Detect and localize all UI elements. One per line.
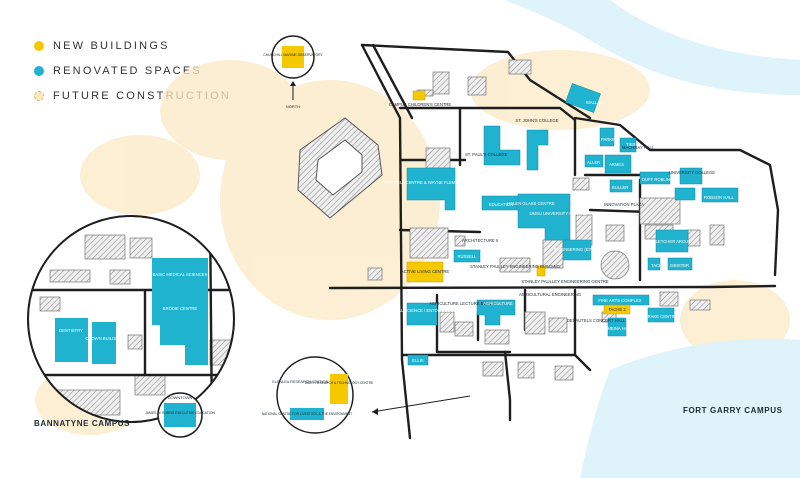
agriculture-label: AGRICULTURE [483, 301, 513, 306]
bannatyne-campus-label: BANNATYNE CAMPUS [34, 419, 131, 428]
active-living-label: ACTIVE LIVING CENTRE [401, 269, 450, 274]
new-buildings [406, 90, 631, 315]
glenlea-reno-label: NATIONAL CENTRE FOR LIVESTOCK & THE ENVI… [262, 412, 353, 416]
fort-garry-campus-label: FORT GARRY CAMPUS [683, 406, 783, 415]
renovated-buildings [406, 83, 739, 366]
animal-science-label: ANIMAL SCIENCE / ENTOMOLOGY [388, 308, 457, 313]
helen-glass-label: HELEN GLASS CENTRE [507, 201, 555, 206]
st-johns-label: ST. JOHN'S COLLEGE [515, 118, 558, 123]
downtown-inset-label: JAMES W. BURNS EXECUTIVE EDUCATION [145, 411, 215, 415]
education-label: EDUCATION [489, 202, 513, 207]
robson-label: ROBSON HALL [704, 195, 734, 200]
basic-medical-label: BASIC MEDICAL SCIENCES [153, 272, 208, 277]
ag-engineering-label: AGRICULTURAL ENGINEERING [519, 292, 581, 297]
new-building-swatch-icon [34, 40, 44, 51]
campus-childrens-label: CAMPUS CHILDREN'S CENTRE [389, 102, 452, 107]
armes-label: ARMES [609, 162, 624, 167]
russell-label: RUSSELL [457, 254, 477, 259]
glenlea-inset: GLENLEA RESEARCH STATION DAIRY RESEARCH … [262, 356, 471, 434]
ellis-label: ELLIS [412, 358, 424, 363]
brodie-label: BRODIE CENTRE [163, 306, 198, 311]
renovated-swatch-icon [34, 65, 44, 76]
bannatyne-inset: BASIC MEDICAL SCIENCES BRODIE CENTRE DEN… [27, 215, 235, 423]
machray-label: MACHRAY HALL [622, 145, 655, 150]
legend-label: RENOVATED SPACES [53, 64, 202, 77]
glenlea-arrow-icon [372, 408, 378, 415]
isbister-label: ISBISTER [670, 263, 689, 268]
university-college-label: UNIVERSITY COLLEGE [669, 170, 715, 175]
north-inset-label: CHURCHILL MARINE OBSERVATORY [263, 53, 323, 57]
stadium [297, 117, 383, 219]
tache2-label: TACHE 2 [608, 307, 626, 312]
fine-arts-label: FINE ARTS COMPLEX [598, 298, 641, 303]
fletcher-label: FLETCHER ARGUE [653, 239, 691, 244]
stanley-building-label: STANLEY PAULLEY ENGINEERING BUILDING [470, 264, 560, 269]
umsu-label: UMSU UNIVERSITY CENTRE [530, 211, 587, 216]
existing-buildings [367, 59, 725, 381]
allen-label: ALLEN [587, 160, 600, 165]
tache-label: TACHE [651, 263, 665, 268]
buller-label: BULLER [612, 185, 628, 190]
st-pauls-label: ST. PAUL'S COLLEGE [465, 152, 508, 157]
round-building [600, 250, 630, 280]
glenlea-station-label: GLENLEA RESEARCH STATION [272, 380, 329, 384]
engineering-label: ENGINEERING (EITC 2) [554, 247, 601, 252]
stanley-centre-label: STANLEY PAULLEY ENGINEERING CENTRE [521, 279, 608, 284]
max-bell-label: MAX BELL CENTRE & WAYNE FLEMING ARENA [384, 180, 478, 185]
architecture-label: ARCHITECTURE II [462, 238, 498, 243]
glenlea-new-label: DAIRY RESEARCH & TECHNOLOGY CENTRE [305, 381, 373, 385]
north-inset: CHURCHILL MARINE OBSERVATORY NORTH [263, 35, 323, 109]
parker-label: PARKER [601, 137, 618, 142]
dentistry-label: DENTISTRY [59, 328, 83, 333]
wallace-label: WALLACE [586, 100, 606, 105]
legend-item-renovated: RENOVATED SPACES [34, 58, 231, 83]
chown-label: CHOWN BUILDING [85, 336, 122, 341]
north-label: NORTH [286, 104, 300, 109]
downtown-label: DOWNTOWN [168, 395, 193, 400]
ag-lecture-label: AGRICULTURE LECTURE BLOCK [429, 301, 495, 306]
future-construction-swatch-icon [34, 90, 44, 101]
pembina-label: PEMBINA HALL [602, 326, 633, 331]
tier-label: TIER [626, 142, 636, 147]
desautels-label: DESAUTELS CONCERT HALL [567, 318, 626, 323]
downtown-inset: JAMES W. BURNS EXECUTIVE EDUCATION DOWNT… [145, 392, 215, 438]
duff-roblin-label: DUFF ROBLIN [642, 177, 670, 182]
north-arrow-icon [290, 81, 296, 86]
innovation-plaza-label: INNOVATION PLAZA [604, 202, 644, 207]
drake-label: DRAKE CENTRE [645, 314, 678, 319]
legend-label: NEW BUILDINGS [53, 39, 170, 52]
building-labels: CAMPUS CHILDREN'S CENTRE WALLACE ST. JOH… [384, 100, 734, 363]
legend-item-new: NEW BUILDINGS [34, 33, 231, 58]
river [505, 0, 800, 478]
